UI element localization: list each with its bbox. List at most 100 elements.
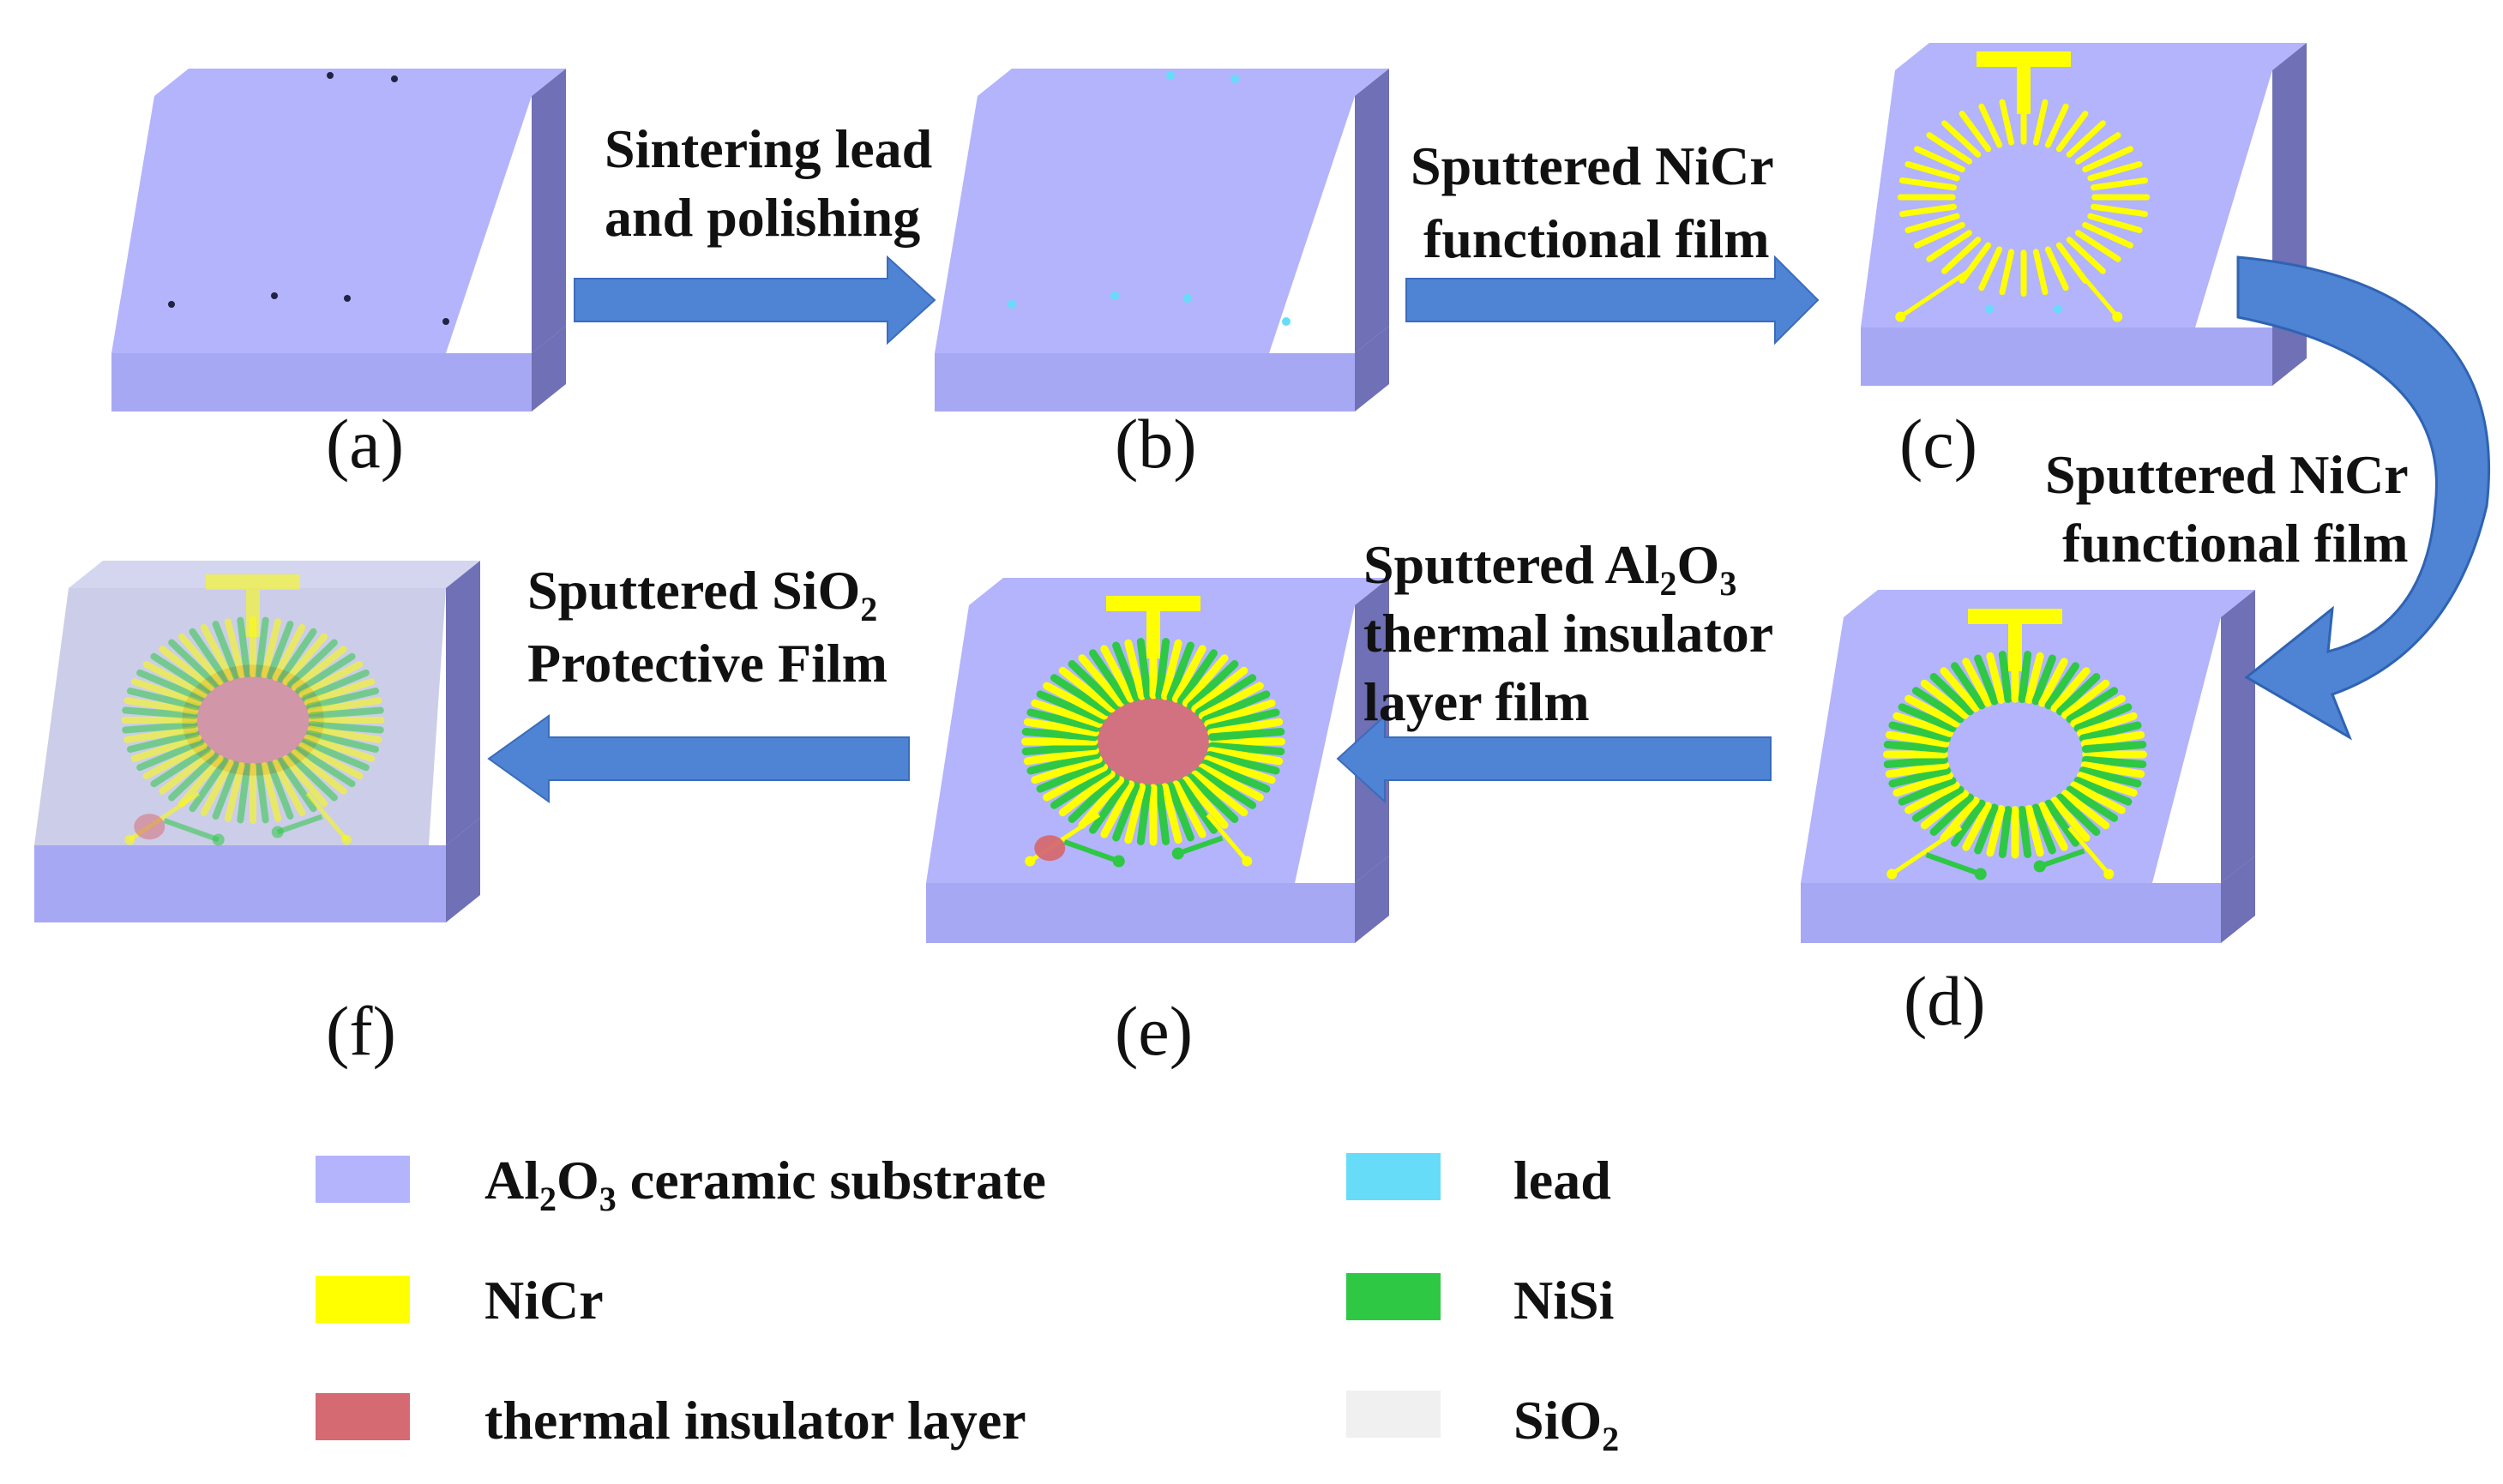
thermocouple-strip: [1974, 803, 1999, 855]
thermocouple-strip: [200, 759, 234, 817]
thermocouple-strip: [298, 660, 364, 698]
thermocouple-strip: [1940, 796, 1980, 842]
substrate-c: [1861, 43, 2307, 386]
thermocouple-strip: [282, 754, 328, 808]
thermocouple-strip: [2056, 793, 2101, 836]
thermocouple-strip: [1892, 772, 1954, 797]
thermocouple-strip: [306, 730, 380, 753]
contact-pad: [1977, 51, 2071, 67]
lead-wire: [305, 791, 349, 842]
thermocouple-strip: [1171, 780, 1206, 838]
thermocouple-strip: [1100, 780, 1135, 838]
thermocouple-strip: [1885, 730, 1950, 748]
thermocouple-strip: [277, 757, 317, 813]
step4-line2: thermal insulator: [1363, 603, 1773, 664]
thermocouple-strip: [295, 652, 356, 694]
thermocouple-strip: [2066, 120, 2106, 158]
substrate-d: [1801, 590, 2255, 943]
thermocouple-strip: [1100, 645, 1135, 703]
thermocouple-strip: [1904, 781, 1960, 814]
thermocouple-strip: [1058, 666, 1116, 713]
thermocouple-strip: [1160, 783, 1182, 844]
thermocouple-strip: [177, 754, 224, 808]
thermocouple-strip: [1206, 751, 1280, 775]
thermocouple-strip: [122, 721, 198, 734]
contact-pad: [2017, 67, 2031, 114]
thermocouple-strip: [168, 639, 220, 688]
thermocouple-strip: [1926, 132, 1973, 165]
thermocouple-strip: [224, 618, 245, 679]
contact-pad: [2008, 624, 2022, 671]
thermocouple-strip: [1182, 654, 1229, 707]
thermocouple-strip: [267, 621, 294, 680]
thermocouple-strip: [1068, 773, 1120, 823]
thermocouple-strip: [1124, 783, 1146, 844]
thermocouple-strip: [130, 678, 202, 706]
legend-label-substrate: Al2O3 ceramic substrate: [484, 1150, 1046, 1218]
thermocouple-strip: [1026, 708, 1101, 732]
thermocouple-strip: [306, 688, 380, 711]
thermocouple-strip: [291, 646, 347, 691]
thermocouple-strip: [2055, 111, 2089, 153]
legend-label-nisi: NiSi: [1513, 1270, 1614, 1331]
thermocouple-strip: [1124, 639, 1146, 700]
insulator-spot: [1034, 835, 1066, 862]
thermocouple-strip: [2044, 103, 2069, 148]
thermocouple-strip: [291, 749, 347, 795]
thermocouple-strip: [189, 628, 229, 683]
thermocouple-strip: [1155, 784, 1170, 845]
thermocouple-strip: [2032, 249, 2049, 296]
thermocouple-strip: [1198, 682, 1264, 720]
thermocouple-strip: [1951, 799, 1986, 847]
thermocouple-strip: [159, 749, 215, 795]
legend-swatch-sio2: [1346, 1391, 1441, 1438]
thermocouple-strip: [1021, 728, 1098, 742]
lead-wire: [1898, 268, 1971, 319]
thermocouple-strip: [1194, 674, 1257, 717]
thermocouple-strip: [2044, 662, 2079, 710]
thermocouple-strip: [1031, 755, 1103, 784]
thermocouple-strip: [1883, 741, 1949, 754]
lead-dot: [1008, 300, 1016, 309]
thermocouple-strip: [1914, 146, 1965, 173]
thermocouple-strip: [1078, 654, 1125, 707]
lead-dot: [344, 295, 351, 302]
thermocouple-strip: [2091, 203, 2149, 218]
thermocouple-strip: [237, 762, 251, 824]
thermocouple-strip: [255, 762, 269, 824]
step2-line1: Sputtered NiCr: [1411, 135, 1774, 196]
lead-wire: [1176, 835, 1224, 856]
legend-swatch-substrate: [316, 1156, 410, 1203]
panel-label-f: (f): [326, 992, 396, 1070]
thermocouple-strip: [267, 760, 294, 820]
thermocouple-strip: [2061, 679, 2110, 719]
thermocouple-strip: [1023, 718, 1099, 736]
thermocouple-strip: [2091, 177, 2149, 191]
lead-wire: [1063, 839, 1120, 864]
lead-wire: [2067, 826, 2111, 876]
nicr-pattern-c: [1895, 51, 2151, 322]
thermocouple-strip: [1885, 761, 1950, 778]
thermocouple-strip: [2066, 785, 2119, 822]
thermocouple-strip: [1941, 237, 1982, 274]
legend-label-sio2: SiO2: [1513, 1390, 1619, 1458]
thermocouple-strip: [212, 621, 239, 680]
thermocouple-strip: [1941, 120, 1982, 158]
thermocouple-strip: [1978, 103, 2003, 148]
thermocouple-strip: [2082, 221, 2133, 249]
arrow-c-to-d: [2236, 255, 2491, 741]
thermocouple-strip: [2066, 687, 2119, 724]
insulator-disk: [182, 664, 324, 776]
thermocouple-strip: [1208, 742, 1285, 755]
thermocouple-strip: [123, 697, 199, 715]
lead-dot: [1895, 311, 1906, 322]
thermocouple-strip: [272, 623, 306, 682]
thermocouple-strip: [2080, 730, 2145, 748]
thermocouple-strip: [1940, 667, 1980, 712]
lead-wire: [1206, 813, 1249, 863]
step4-line1: Sputtered Al2O3: [1363, 534, 1736, 603]
thermocouple-strip: [2074, 132, 2121, 165]
thermocouple-strip: [2079, 721, 2142, 742]
thermocouple-strip: [308, 721, 384, 734]
thermocouple-strip: [2056, 673, 2101, 716]
